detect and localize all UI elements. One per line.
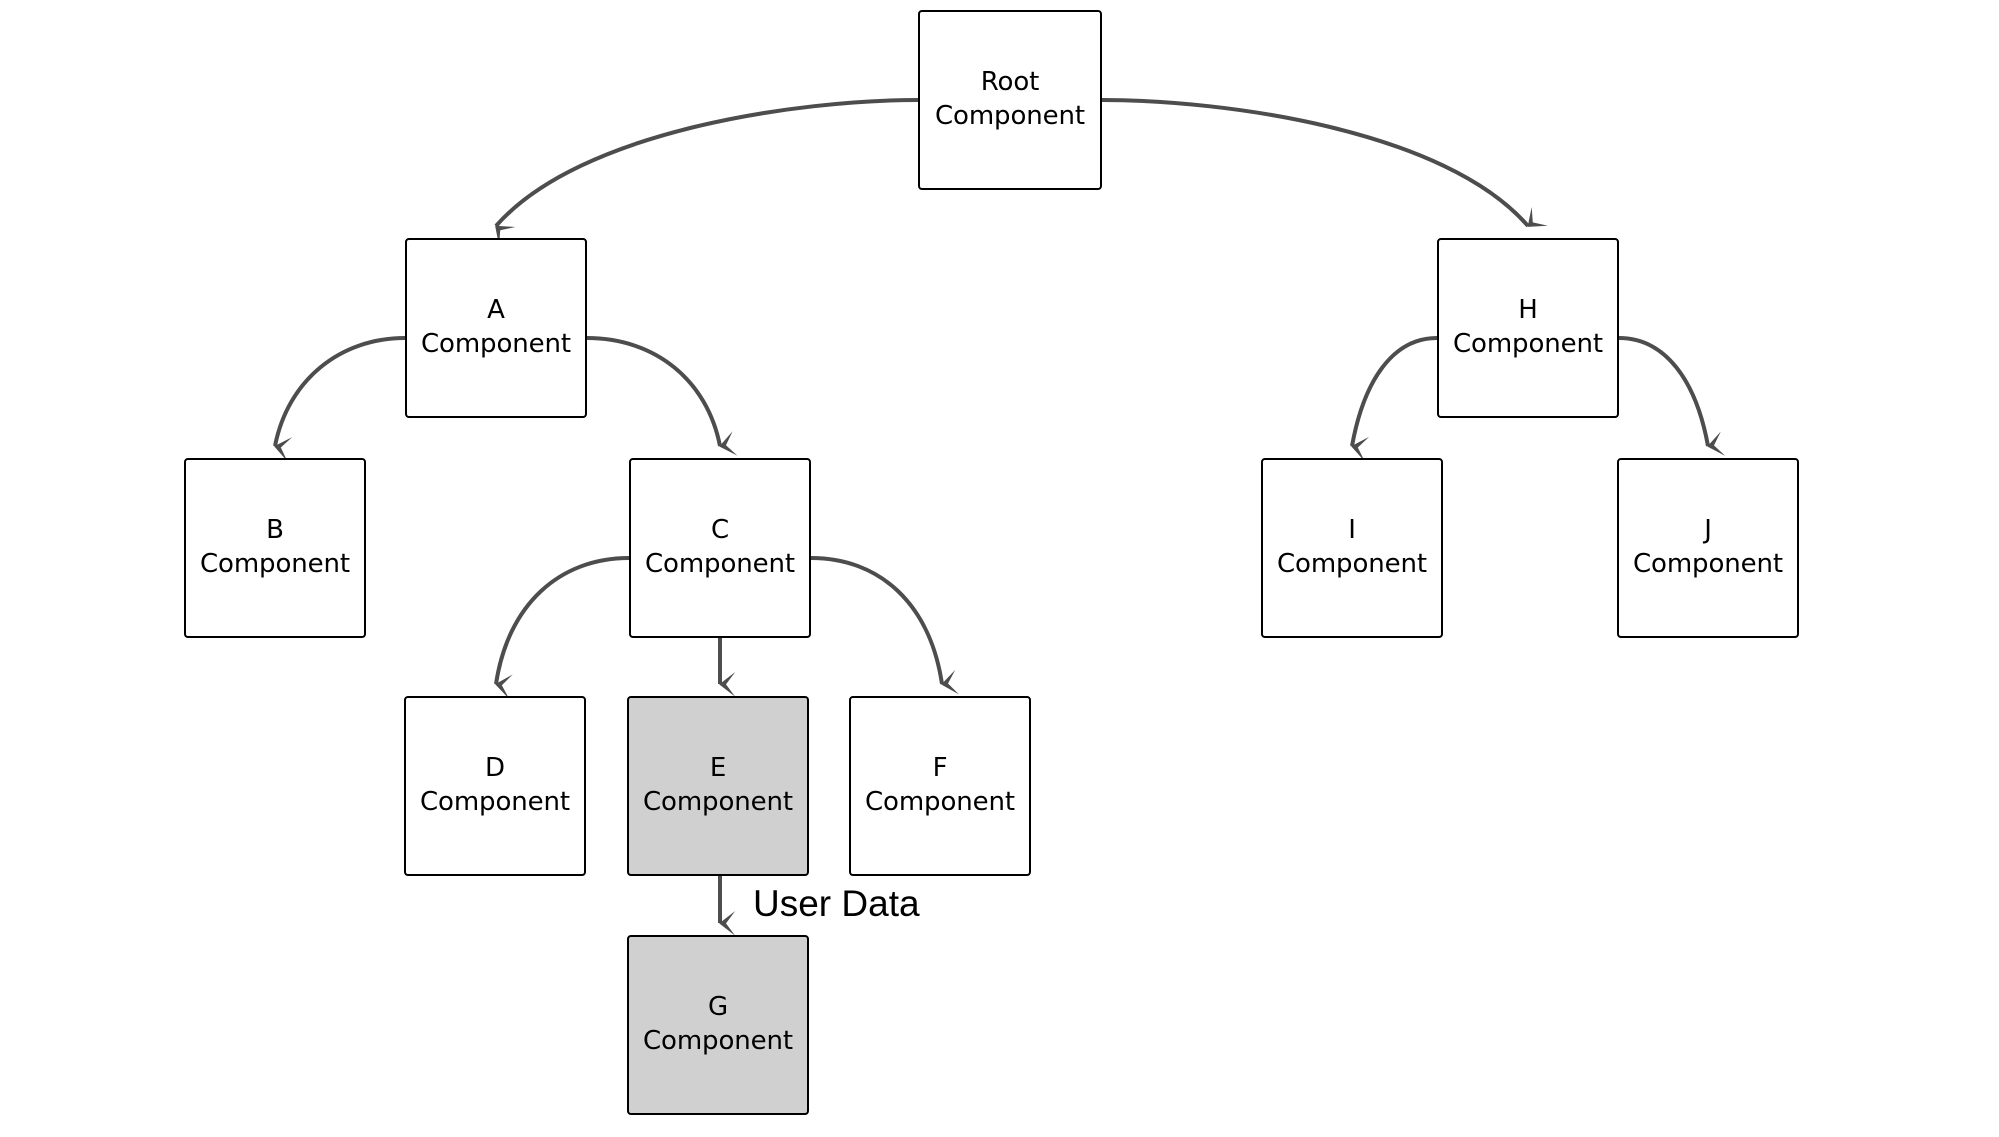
- edge-a-to-c: [586, 336, 738, 456]
- node-h-kind: Component: [1452, 329, 1604, 359]
- edge-h-to-j: [1618, 336, 1726, 456]
- node-j-letter: J: [1704, 515, 1712, 546]
- edge-root-to-a: [494, 98, 919, 246]
- node-d-kind: Component: [419, 787, 571, 817]
- node-c-kind: Component: [644, 549, 796, 579]
- node-a-letter: A: [487, 295, 505, 326]
- edge-root-to-h: [1101, 98, 1548, 228]
- user-data-label: User Data: [753, 883, 920, 924]
- node-b-kind: Component: [199, 549, 351, 579]
- node-f-letter: F: [932, 753, 948, 784]
- node-e-kind: Component: [642, 787, 794, 817]
- node-c-letter: C: [710, 515, 730, 546]
- node-d-letter: D: [485, 753, 505, 784]
- node-i-kind: Component: [1276, 549, 1428, 579]
- node-g-letter: G: [707, 992, 729, 1023]
- node-i-letter: I: [1348, 515, 1356, 546]
- node-f-kind: Component: [864, 787, 1016, 817]
- edge-a-to-b: [273, 336, 406, 462]
- node-e-letter: E: [709, 753, 727, 784]
- node-root-letter: Root: [980, 67, 1040, 98]
- node-g-kind: Component: [642, 1026, 794, 1056]
- edge-h-to-i: [1350, 336, 1438, 462]
- node-h-letter: H: [1518, 295, 1538, 326]
- node-j-kind: Component: [1632, 549, 1784, 579]
- node-a-kind: Component: [420, 329, 572, 359]
- node-b-letter: B: [266, 515, 284, 546]
- node-root-kind: Component: [934, 101, 1086, 131]
- edge-c-to-d: [494, 556, 630, 699]
- edge-c-to-f: [810, 556, 959, 695]
